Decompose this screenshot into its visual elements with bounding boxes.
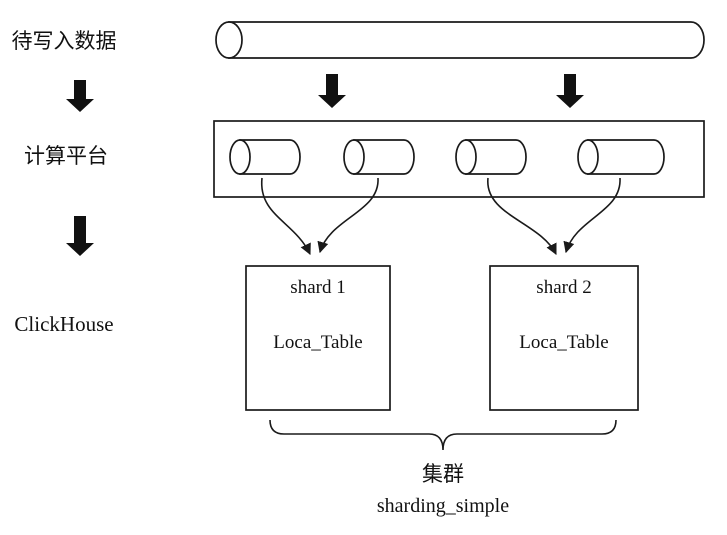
- down-arrow-icon: [66, 80, 94, 112]
- cluster-label-en: sharding_simple: [377, 495, 509, 517]
- pipeline-cylinder-4-icon: [577, 139, 665, 175]
- outlined-shapes: [213, 21, 705, 411]
- pipeline-cylinder-1-icon: [229, 139, 301, 175]
- down-arrow-icon: [66, 216, 94, 256]
- shard-2-box: [489, 265, 639, 411]
- curved-arrow-4: [563, 177, 621, 254]
- connectors: [261, 177, 621, 451]
- cluster-brace-icon: [269, 419, 617, 451]
- shard-1-table-name: Loca_Table: [273, 332, 362, 353]
- shard-2-title: shard 2: [536, 277, 591, 298]
- shard-1-title: shard 1: [290, 277, 345, 298]
- input-data-cylinder-icon: [215, 21, 705, 59]
- label-clickhouse: ClickHouse: [14, 312, 113, 336]
- flow-arrows: [66, 74, 584, 256]
- pipeline-cylinder-3-icon: [455, 139, 527, 175]
- shard-1-box: [245, 265, 391, 411]
- curved-arrow-3: [487, 177, 557, 256]
- pipeline-cylinder-2-icon: [343, 139, 415, 175]
- curved-arrow-1: [261, 177, 311, 256]
- down-arrow-icon: [318, 74, 346, 108]
- cluster-label-cn: 集群: [422, 462, 464, 486]
- down-arrow-icon: [556, 74, 584, 108]
- diagram-labels: 待写入数据 计算平台 ClickHouse shard 1 Loca_Table…: [12, 29, 609, 517]
- label-input-data: 待写入数据: [12, 29, 117, 53]
- curved-arrow-2: [317, 177, 379, 254]
- label-compute-platform: 计算平台: [24, 144, 108, 168]
- shard-2-table-name: Loca_Table: [519, 332, 608, 353]
